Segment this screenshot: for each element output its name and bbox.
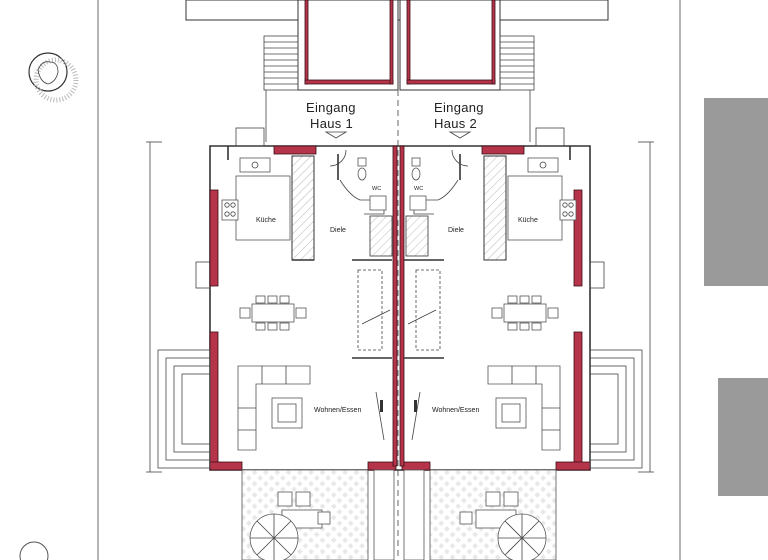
patio-umbrella-icon [249,491,331,560]
room-label-hall-left: Diele [330,227,346,234]
dining-table-icon [239,295,307,331]
sofa-icon [487,365,561,451]
interior-stairs [357,269,441,351]
terrace-steps [157,349,643,469]
tree-icon [19,541,49,560]
entrance-label-1b: Haus 1 [310,116,353,131]
patio-doors [375,391,421,441]
dining-table-icon [491,295,559,331]
entrance-label-2a: Eingang [434,100,484,115]
stove-icon [221,199,239,221]
entrance-arrow [324,131,348,139]
kitchen-left [221,157,291,241]
garage-block [185,0,609,91]
interior-walls [291,149,507,359]
stove-icon [559,199,577,221]
neighbor-building [718,378,768,496]
dimension-lines [146,141,654,473]
toilet-icon [409,157,427,211]
property-lines [97,0,681,560]
toilet-icon [357,157,387,211]
patio-umbrella-icon [459,491,547,560]
tree-icon [28,52,79,103]
room-label-living-right: Wohnen/Essen [432,407,479,414]
entrance-label-2b: Haus 2 [434,116,477,131]
room-label-hall-right: Diele [448,227,464,234]
room-label-wc-right: WC [414,186,423,192]
kitchen-right [507,157,577,241]
entrance-label-1a: Eingang [306,100,356,115]
room-label-wc-left: WC [372,186,381,192]
sofa-icon [237,365,311,451]
room-label-kitchen-left: Küche [256,217,276,224]
accent-walls [209,145,591,471]
entrance-stairs [263,35,535,142]
room-label-living-left: Wohnen/Essen [314,407,361,414]
neighbor-building [704,98,768,286]
entrance-arrow [448,131,472,139]
room-label-kitchen-right: Küche [518,217,538,224]
